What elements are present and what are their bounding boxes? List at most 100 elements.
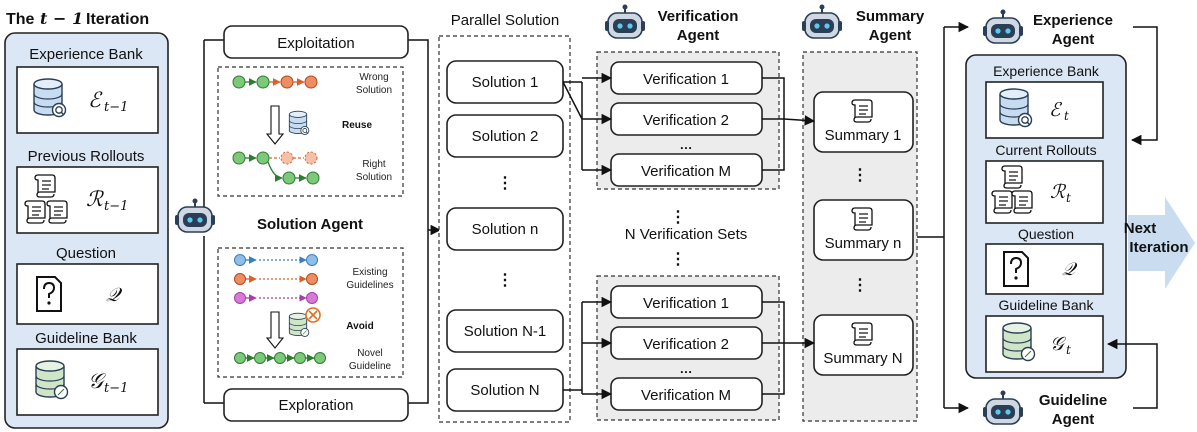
avoid-x-icon <box>305 307 321 323</box>
database-search-icon <box>999 88 1033 128</box>
solution-1: Solution 1 <box>472 74 539 91</box>
solution-to-verification-arrows <box>562 72 613 400</box>
guideline-agent-label: Guideline <box>1039 392 1107 409</box>
summary-agent-label: Agent <box>869 27 912 44</box>
exploitation-label: Exploitation <box>277 35 355 52</box>
experience-bank-symbol: ℰ t−1 <box>88 88 128 115</box>
guideline-bank-symbol: 𝒢 t <box>1050 333 1071 357</box>
left-panel: Experience Bank ℰ t−1 Previous Rollouts … <box>4 32 169 429</box>
down-arrow-icon <box>265 105 285 145</box>
right-panel: Experience Agent Experience Bank ℰ t Cur… <box>965 8 1158 428</box>
guideline-agent-label: Agent <box>1052 411 1095 428</box>
question-symbol: 𝒬 <box>106 284 123 306</box>
svg-text:t: t <box>1064 109 1069 123</box>
parallel-solution-block: Parallel Solution Solution 1 Solution 2 … <box>438 12 571 423</box>
summary-block: Summary Agent Summary 1 ⋮ Summary n ⋮ Su… <box>801 3 925 422</box>
verification-m: Verification M <box>641 163 731 180</box>
summary-1: Summary 1 <box>825 127 902 144</box>
ellipsis: ⋮ <box>670 209 686 226</box>
current-rollouts-label: Current Rollouts <box>995 142 1096 158</box>
existing-guidelines-chains <box>234 254 318 304</box>
avoid-label: Avoid <box>346 321 373 332</box>
verification-1: Verification 1 <box>643 71 729 88</box>
guideline-bank-symbol: 𝒢 t−1 <box>88 369 128 396</box>
solution-agent-label: Solution Agent <box>257 216 363 233</box>
right-solution-label: Right <box>362 159 386 170</box>
wrong-solution-label: Wrong <box>359 72 388 83</box>
verification-agent-label: Agent <box>677 27 720 44</box>
next-iteration-label: Iteration <box>1129 239 1188 256</box>
svg-text:Iteration: Iteration <box>86 11 149 28</box>
solution-n: Solution n <box>472 221 539 238</box>
robot-icon <box>174 197 216 233</box>
svg-text:ℛ: ℛ <box>86 187 104 211</box>
existing-guidelines-label: Guidelines <box>346 280 393 291</box>
down-arrow-icon <box>265 311 285 349</box>
svg-text:t−1: t−1 <box>104 100 128 115</box>
experience-agent-label: Agent <box>1052 31 1095 48</box>
question-icon <box>1003 251 1029 287</box>
summary-N: Summary N <box>823 350 902 367</box>
question-label: Question <box>56 245 116 262</box>
wrong-solution-chain <box>232 75 318 89</box>
verification-1: Verification 1 <box>643 295 729 312</box>
database-search-icon <box>33 78 67 118</box>
svg-text:t−1: t−1 <box>104 199 128 214</box>
svg-text:t: t <box>1066 343 1071 357</box>
svg-text:𝒢: 𝒢 <box>88 369 106 393</box>
robot-icon <box>982 8 1024 44</box>
reuse-label: Reuse <box>342 120 372 131</box>
svg-text:ℛ: ℛ <box>1050 181 1067 203</box>
guideline-bank-label: Guideline Bank <box>999 297 1095 313</box>
exploration-label: Exploration <box>278 397 353 414</box>
novel-guideline-chain <box>234 352 326 364</box>
summary-agent-label: Summary <box>856 8 925 25</box>
novel-guideline-label: Novel <box>357 348 383 359</box>
ellipsis: ⋮ <box>497 272 513 289</box>
right-solution-chain <box>232 151 320 185</box>
next-iteration-label: Next <box>1124 220 1157 237</box>
svg-text:t−1: t−1 <box>104 381 128 396</box>
parallel-solution-title: Parallel Solution <box>451 12 559 29</box>
verification-2: Verification 2 <box>643 336 729 353</box>
robot-icon <box>982 389 1024 425</box>
solution-2: Solution 2 <box>472 128 539 145</box>
ellipsis: ⋮ <box>670 251 686 268</box>
current-rollouts-symbol: ℛ t <box>1050 181 1071 205</box>
previous-rollouts-label: Previous Rollouts <box>28 148 145 165</box>
iteration-title: The t − 1 Iteration <box>6 9 149 28</box>
ellipsis: ⋮ <box>852 167 868 184</box>
svg-text:t − 1: t − 1 <box>40 9 83 28</box>
experience-bank-label: Experience Bank <box>993 63 1100 79</box>
verification-m: Verification M <box>641 387 731 404</box>
verification-agent-label: Verification <box>658 8 739 25</box>
summary-to-agents-arrows <box>917 21 970 414</box>
robot-icon <box>801 3 843 39</box>
solution-N: Solution N <box>470 382 539 399</box>
question-symbol: 𝒬 <box>1062 259 1078 280</box>
wrong-solution-label: Solution <box>356 85 392 96</box>
database-search-icon <box>288 110 310 135</box>
question-label: Question <box>1018 226 1074 242</box>
ellipsis: … <box>680 361 693 376</box>
svg-text:ℰ: ℰ <box>1049 99 1063 121</box>
svg-text:ℰ: ℰ <box>88 88 103 112</box>
database-compass-icon <box>1002 322 1036 362</box>
summary-n: Summary n <box>825 235 902 252</box>
verification-2: Verification 2 <box>643 112 729 129</box>
experience-bank-symbol: ℰ t <box>1049 99 1069 123</box>
experience-agent-label: Experience <box>1033 12 1113 29</box>
ellipsis: … <box>680 137 693 152</box>
guideline-bank-label: Guideline Bank <box>35 330 137 347</box>
solution-n-1: Solution N-1 <box>464 323 547 340</box>
existing-guidelines-label: Existing <box>352 267 387 278</box>
robot-icon <box>604 3 646 39</box>
experience-bank-label: Experience Bank <box>29 46 143 63</box>
verification-to-summary-arrows <box>762 77 816 395</box>
previous-rollouts-symbol: ℛ t−1 <box>86 187 128 214</box>
verification-sets-label: N Verification Sets <box>625 226 748 243</box>
svg-text:𝒢: 𝒢 <box>1050 333 1067 355</box>
database-compass-icon <box>35 360 69 400</box>
next-iteration-arrow: Next Iteration <box>1124 197 1195 289</box>
